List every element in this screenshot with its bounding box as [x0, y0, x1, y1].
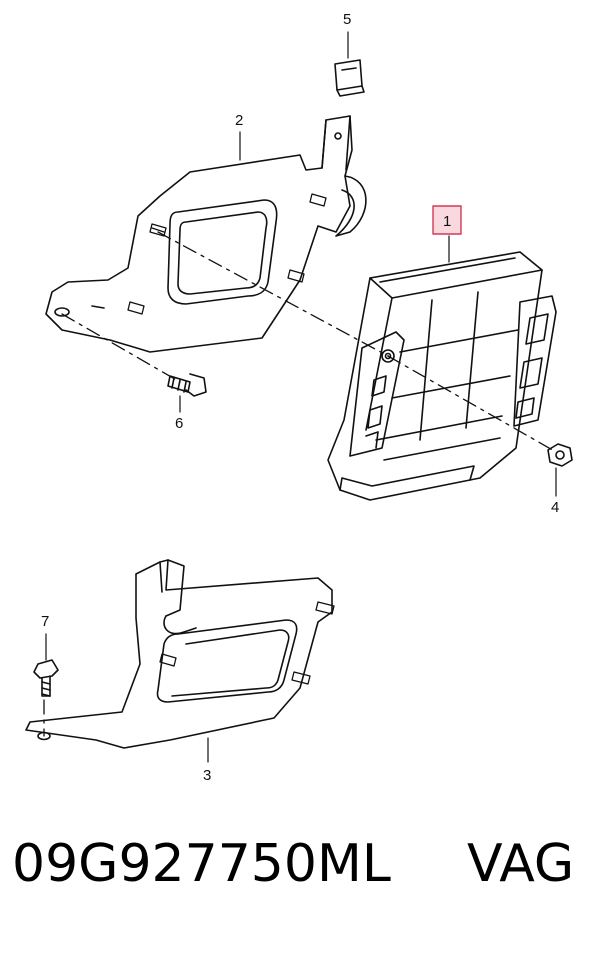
callout-2: 2: [235, 112, 243, 129]
exploded-parts-diagram: 5 2 1 4 6 3 7: [25, 11, 573, 784]
part-2-mounting-bracket: [45, 115, 367, 353]
callout-5: 5: [343, 11, 351, 28]
callout-3: 3: [203, 767, 211, 784]
part-number-label: 09G927750ML: [12, 834, 391, 894]
part-7-bolt: [33, 659, 59, 697]
callout-leaders: [45, 31, 557, 763]
part-4-nut: [547, 443, 573, 467]
callout-1-highlight-box: [432, 205, 462, 235]
callout-1: 1: [443, 213, 451, 230]
callout-7: 7: [41, 613, 49, 630]
callout-6: 6: [175, 415, 183, 432]
part-5-clip-nut: [334, 59, 365, 97]
assembly-lines: [43, 231, 557, 737]
part-1-control-unit: [327, 251, 557, 501]
callout-4: 4: [551, 499, 559, 516]
brand-label: VAG: [467, 834, 575, 894]
part-3-lower-cover: [25, 559, 335, 749]
part-6-bolt: [167, 373, 207, 397]
